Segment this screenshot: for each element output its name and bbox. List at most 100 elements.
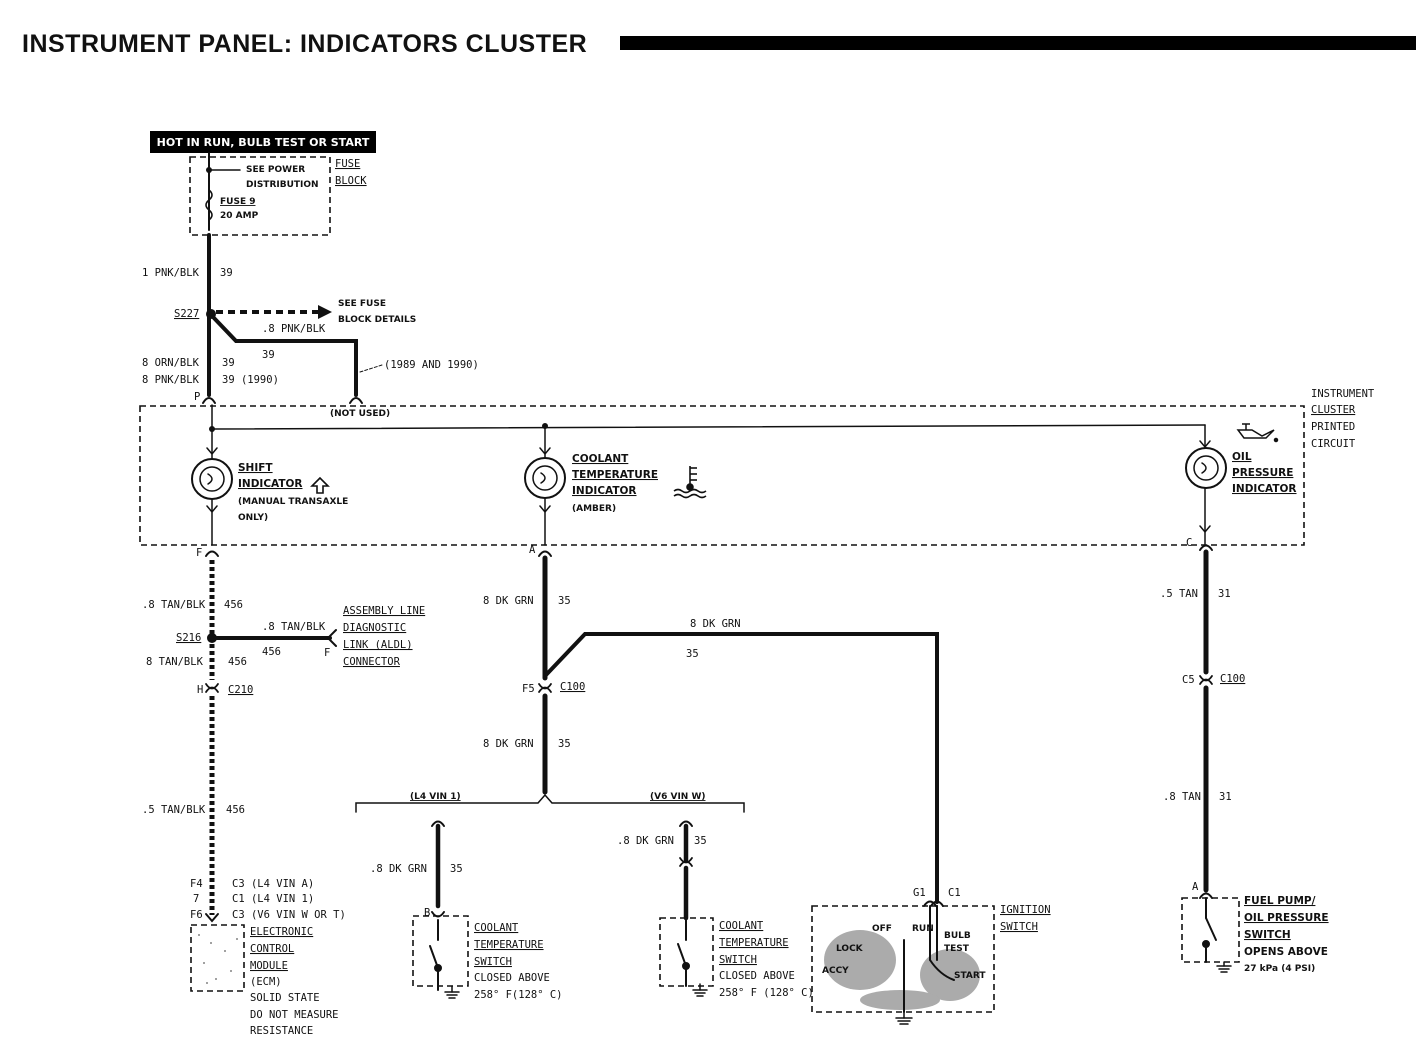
- ign-pos-run: RUN: [912, 924, 934, 934]
- connector-fuel-pump: [1199, 892, 1213, 899]
- hot-label-box: [150, 131, 376, 153]
- coolant-arrow-top: [539, 447, 551, 456]
- coolant-label-1: COOLANT: [572, 453, 629, 465]
- orn-39-label: 39: [222, 357, 235, 369]
- ecm-conn-1: C3 (L4 VIN A): [232, 878, 314, 890]
- c39-label: 39: [262, 349, 275, 361]
- pin-g1: G1: [913, 887, 926, 899]
- upshift-arrow-icon: [310, 476, 330, 494]
- tan-blk-8-label: .8 TAN/BLK: [142, 599, 206, 611]
- wire-35-to-ignition: [543, 632, 939, 904]
- s216-label: S216: [176, 632, 201, 644]
- c210-label: C210: [228, 684, 253, 696]
- fuse-block-box: [189, 156, 331, 236]
- coolant-label-2: TEMPERATURE: [572, 469, 658, 481]
- tan-5-label: .5 TAN: [1160, 588, 1198, 600]
- pin-b: B: [424, 907, 430, 919]
- aldl-label-4: CONNECTOR: [343, 656, 401, 668]
- fuse-symbol: [205, 189, 213, 221]
- connector-c: [1199, 544, 1213, 551]
- ign-pos-off: OFF: [872, 924, 892, 934]
- pin-c1: C1: [948, 887, 961, 899]
- ign-pos-lock: LOCK: [836, 944, 864, 954]
- ecm-pin-1: F4: [190, 878, 203, 890]
- ignition-name-1: IGNITION: [1000, 904, 1051, 916]
- ecm-note-2: DO NOT MEASURE: [250, 1009, 339, 1021]
- coolant-switch-v6-name-1: COOLANT: [719, 920, 764, 932]
- option-bracket: [355, 793, 745, 813]
- connector-c100: [538, 683, 552, 693]
- not-used-label: (NOT USED): [330, 409, 390, 419]
- ign-pos-accy: ACCY: [822, 966, 849, 976]
- c35-top-label: 35: [686, 648, 699, 660]
- coolant-switch-v6-name-3: SWITCH: [719, 954, 757, 966]
- shift-arrow: [206, 505, 218, 514]
- ign-pos-start: START: [954, 971, 986, 981]
- pnk-blk2-label: 8 PNK/BLK: [142, 374, 200, 386]
- pnk-39-1990-label: 39 (1990): [222, 374, 279, 386]
- c35-3-label: 35: [450, 863, 463, 875]
- dkgrn-2-label: 8 DK GRN: [483, 738, 534, 750]
- aldl-label-2: DIAGNOSTIC: [343, 622, 406, 634]
- aldl-label-1: ASSEMBLY LINE: [343, 605, 425, 617]
- connector-a: [538, 550, 552, 557]
- coolant-note: (AMBER): [572, 504, 616, 514]
- cluster-bus: [211, 424, 1206, 430]
- fuel-pump-note-1: OPENS ABOVE: [1244, 946, 1328, 958]
- shift-arrow-top: [206, 447, 218, 456]
- ecm-abbr: (ECM): [250, 976, 282, 988]
- shift-note-2: ONLY): [238, 513, 268, 523]
- oil-can-icon: [1236, 423, 1279, 443]
- pin-c: C: [1186, 537, 1192, 549]
- connector-v6-top: [679, 820, 693, 827]
- c100-label: C100: [560, 681, 585, 693]
- years-leader: [359, 364, 383, 373]
- coolant-switch-l4-symbol: [429, 919, 442, 991]
- splice-s216: [207, 633, 217, 643]
- coolant-switch-v6-note-1: CLOSED ABOVE: [719, 970, 795, 982]
- fuel-pump-name-1: FUEL PUMP/: [1244, 895, 1316, 907]
- connector-c100-right: [1199, 675, 1213, 685]
- fuel-pump-name-2: OIL PRESSURE: [1244, 912, 1329, 924]
- ignition-switch-box: [811, 905, 995, 1013]
- ecm-arrow: [205, 913, 219, 923]
- pin-f2: F: [324, 647, 330, 659]
- ignition-name-2: SWITCH: [1000, 921, 1038, 933]
- pin-c5: C5: [1182, 674, 1195, 686]
- dkgrn-top-label: 8 DK GRN: [690, 618, 741, 630]
- shift-label-2: INDICATOR: [238, 478, 303, 490]
- c31-1-label: 31: [1218, 588, 1231, 600]
- ecm-conn-3: C3 (V6 VIN W OR T): [232, 909, 346, 921]
- ecm-conn-2: C1 (L4 VIN 1): [232, 893, 314, 905]
- ecm-note-3: RESISTANCE: [250, 1025, 313, 1037]
- shift-indicator-bulb: [191, 458, 233, 500]
- coolant-arrow: [539, 505, 551, 514]
- fuel-pump-name-3: SWITCH: [1244, 929, 1291, 941]
- cluster-label-2: CLUSTER: [1311, 404, 1356, 416]
- dkgrn-3-label: .8 DK GRN: [370, 863, 427, 875]
- oil-indicator-bulb: [1185, 447, 1227, 489]
- w1-circuit: 39: [220, 267, 233, 279]
- oil-arrow: [1199, 525, 1211, 534]
- pin-a: A: [529, 544, 536, 556]
- dkgrn-4-label: .8 DK GRN: [617, 835, 674, 847]
- hot-label: HOT IN RUN, BULB TEST OR START: [157, 136, 370, 149]
- coolant-switch-v6-note-2: 258° F (128° C): [719, 987, 814, 999]
- ecm-name-2: CONTROL: [250, 943, 294, 955]
- title-rule-bar: [620, 36, 1416, 50]
- connector-c1: [930, 900, 944, 907]
- see-power-text-1: SEE POWER: [246, 165, 305, 175]
- c456d-label: 456: [226, 804, 245, 816]
- ecm-name-3: MODULE: [250, 960, 288, 972]
- ignition-texture: [824, 930, 980, 1010]
- connector-not-used: [349, 397, 363, 404]
- ign-pos-bulb: BULB: [944, 931, 971, 941]
- ground-l4-icon: [444, 985, 460, 999]
- tan-blk-5-label: .5 TAN/BLK: [142, 804, 206, 816]
- c35-1-label: 35: [558, 595, 571, 607]
- orn-blk-label: 8 ORN/BLK: [142, 357, 200, 369]
- c35-2-label: 35: [558, 738, 571, 750]
- l4-label: (L4 VIN 1): [410, 792, 461, 802]
- ecm-pin-2: 7: [193, 893, 199, 905]
- shift-note-1: (MANUAL TRANSAXLE: [238, 497, 348, 507]
